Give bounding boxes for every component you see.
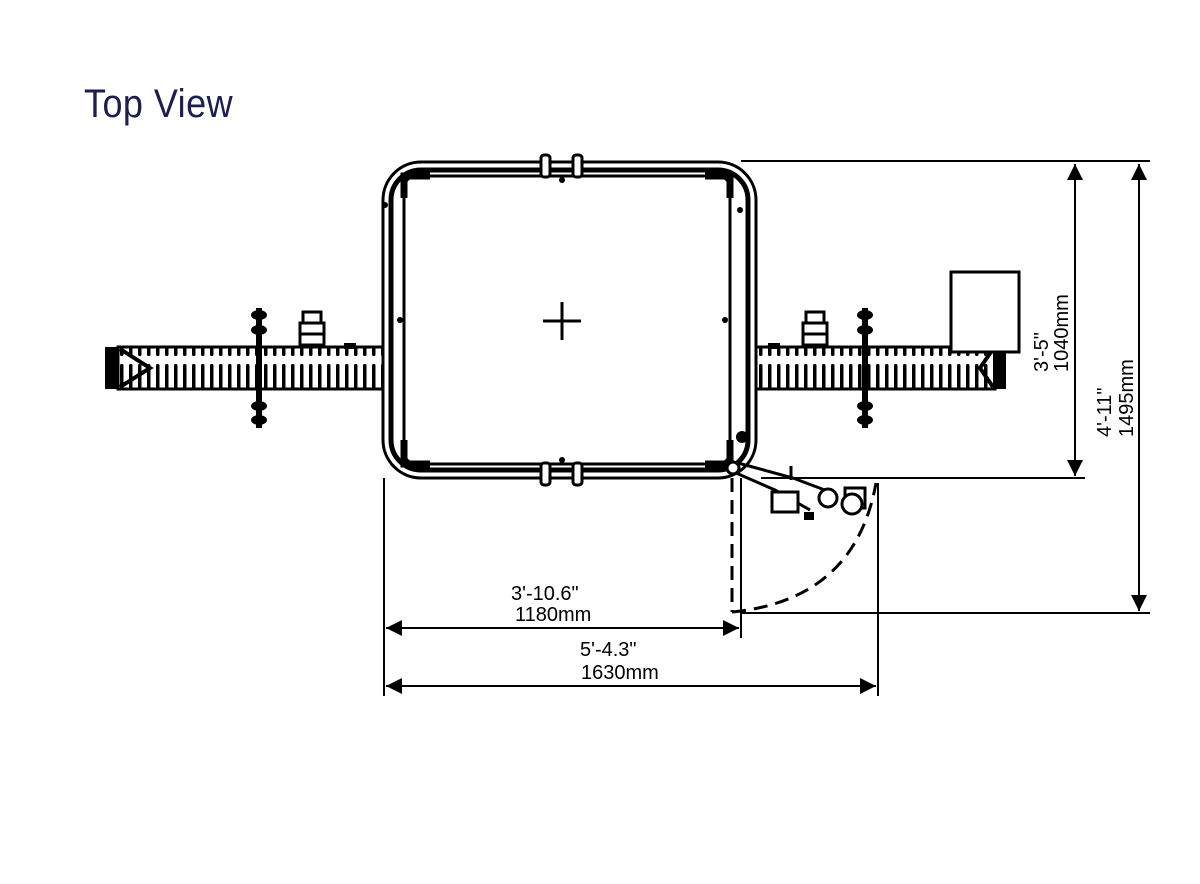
extension-lines	[383, 160, 1150, 696]
left-valve	[298, 310, 356, 349]
width-inner-imperial: 3'-10.6"	[511, 583, 579, 605]
dimension-lines	[386, 164, 1147, 694]
width-overall-metric: 1630mm	[581, 662, 659, 684]
depth-inner-imperial: 3'-5"	[1031, 332, 1053, 372]
depth-overall-imperial: 4'-11"	[1094, 388, 1116, 437]
chamber	[381, 153, 758, 487]
width-overall-imperial: 5'-4.3"	[580, 639, 637, 661]
width-inner-metric: 1180mm	[515, 604, 591, 626]
right-clamp	[857, 308, 873, 428]
depth-overall-metric: 1495mm	[1116, 359, 1138, 437]
left-duct	[105, 345, 390, 391]
control-box	[949, 270, 1021, 354]
depth-inner-metric: 1040mm	[1051, 294, 1073, 372]
page-title: Top View	[84, 82, 234, 126]
right-valve	[768, 310, 829, 349]
door-mechanism	[725, 460, 878, 614]
left-clamp	[251, 308, 267, 428]
